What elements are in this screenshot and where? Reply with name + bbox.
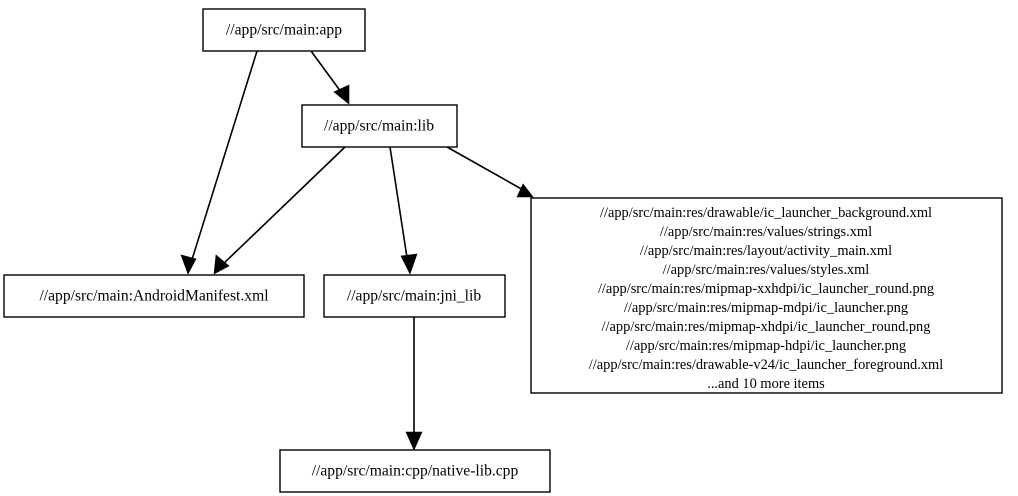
node-jni-lib-label: //app/src/main:jni_lib [347,288,481,305]
node-android-manifest[interactable]: //app/src/main:AndroidManifest.xml [3,274,305,318]
node-lib[interactable]: //app/src/main:lib [301,104,458,148]
node-native-lib-cpp-box[interactable] [279,449,551,493]
node-jni-lib[interactable]: //app/src/main:jni_lib [323,274,506,318]
node-resources-line-3: //app/src/main:res/values/styles.xml [663,262,870,278]
arrow-head-icon [516,183,534,198]
node-resources[interactable]: //app/src/main:res/drawable/ic_launcher_… [530,197,1003,394]
node-resources-line-9: ...and 10 more items [707,376,825,392]
edge-line [389,146,409,265]
edge-line [189,50,258,267]
edge-jni-to-native [405,317,423,451]
arrow-head-icon [213,254,230,275]
edge-line [446,146,526,192]
arrow-head-icon [405,431,423,451]
node-resources-line-6: //app/src/main:res/mipmap-xhdpi/ic_launc… [602,319,931,335]
edge-line [310,50,345,97]
edge-app-to-manifest [180,50,258,275]
node-android-manifest-label: //app/src/main:AndroidManifest.xml [39,288,269,305]
node-resources-line-1: //app/src/main:res/values/strings.xml [660,224,872,240]
edge-app-to-lib [310,50,350,105]
edge-lib-to-jni [389,146,418,275]
node-resources-line-2: //app/src/main:res/layout/activity_main.… [640,243,892,259]
node-lib-box[interactable] [301,104,458,148]
node-native-lib-cpp-label: //app/src/main:cpp/native-lib.cpp [312,463,519,480]
node-app-label: //app/src/main:app [226,22,342,39]
arrow-head-icon [400,253,418,275]
node-resources-box[interactable] [530,197,1003,394]
node-android-manifest-box[interactable] [3,274,305,318]
node-resources-line-4: //app/src/main:res/mipmap-xxhdpi/ic_laun… [598,281,934,297]
node-app[interactable]: //app/src/main:app [202,8,366,52]
node-lib-label: //app/src/main:lib [324,118,434,135]
edge-lib-to-resources [446,146,534,198]
edges-layer [180,50,534,451]
node-resources-line-7: //app/src/main:res/mipmap-hdpi/ic_launch… [626,338,906,354]
node-app-box[interactable] [202,8,366,52]
arrow-head-icon [333,84,350,105]
node-native-lib-cpp[interactable]: //app/src/main:cpp/native-lib.cpp [279,449,551,493]
arrow-head-icon [180,254,197,275]
node-resources-line-0: //app/src/main:res/drawable/ic_launcher_… [600,205,932,221]
edge-lib-to-manifest [213,146,346,275]
node-jni-lib-box[interactable] [323,274,506,318]
node-resources-line-5: //app/src/main:res/mipmap-mdpi/ic_launch… [624,300,908,316]
nodes-layer: //app/src/main:app //app/src/main:lib //… [3,8,1003,493]
edge-line [220,146,346,267]
node-resources-line-8: //app/src/main:res/drawable-v24/ic_launc… [589,357,943,373]
